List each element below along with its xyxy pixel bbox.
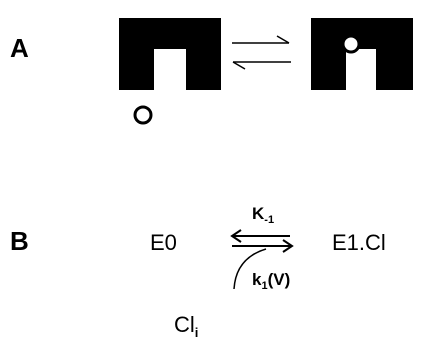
rate-forward-suffix: (V) xyxy=(268,270,291,289)
ion-subscript: i xyxy=(195,325,199,340)
ion-base: Cl xyxy=(174,312,195,337)
ion-label: Cli xyxy=(174,312,198,340)
bound-ion-circle xyxy=(343,36,359,52)
panel-a-equilibrium-arrows xyxy=(232,36,291,69)
state-e1cl-label: E1.Cl xyxy=(332,230,386,255)
rate-reverse-base: K xyxy=(252,204,265,223)
panel-b-equilibrium-arrows xyxy=(232,230,292,252)
transporter-unbound-shape xyxy=(119,18,221,90)
rate-reverse-subscript: -1 xyxy=(264,214,274,226)
transporter-bound-shape xyxy=(311,18,413,90)
rate-reverse-label: K-1 xyxy=(252,204,274,226)
rate-forward-label: k1(V) xyxy=(252,270,290,292)
state-e0-label: E0 xyxy=(150,230,177,255)
panel-b-label: B xyxy=(10,226,29,256)
free-ion-circle xyxy=(135,107,151,123)
panel-a-label: A xyxy=(10,33,29,63)
